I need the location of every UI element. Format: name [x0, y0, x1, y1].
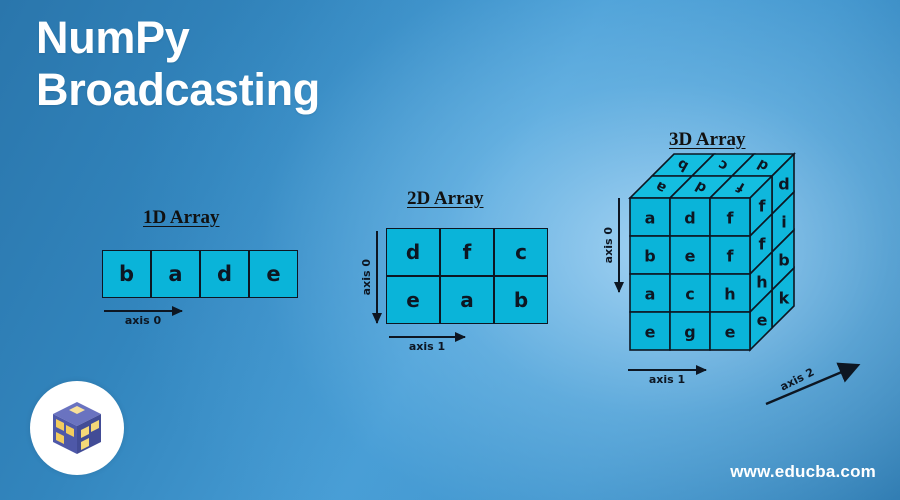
array-3d-side-cell: i — [781, 213, 786, 232]
array-3d-front-cell: c — [685, 285, 694, 304]
array-1d-cell: b — [102, 250, 151, 298]
axis-1-label-3d: axis 1 — [648, 373, 686, 386]
array-3d-front-cell: d — [684, 209, 695, 228]
axis-0-label-2d: axis 0 — [360, 258, 373, 296]
axis-arrow-line — [765, 362, 861, 406]
array-3d-side-right-column: d i b k — [771, 152, 795, 330]
axis-0-arrow-2d: axis 0 — [360, 231, 383, 324]
array-3d-side-mid-column: f f h e — [749, 174, 773, 352]
array-3d-side-cell: f — [759, 197, 767, 216]
array-3d-front-cell: h — [724, 285, 735, 304]
array-3d-front-cell: a — [645, 209, 656, 228]
website-url: www.educba.com — [730, 462, 876, 481]
section-title-3d: 3D Array — [669, 129, 746, 150]
array-3d-front-cell: e — [645, 323, 656, 342]
axis-2-arrow-3d — [765, 362, 861, 406]
array-3d-side-cell: h — [756, 273, 767, 292]
array-1d-cell: a — [151, 250, 200, 298]
array-2d-cell: a — [440, 276, 494, 324]
array-3d-front-face: a d f b e f a c h e — [629, 197, 751, 351]
axis-arrow-line — [614, 198, 625, 293]
array-2d-cell: f — [440, 228, 494, 276]
axis-arrow-line — [389, 332, 466, 343]
axis-arrow-line — [628, 365, 707, 376]
array-3d-side-cell: b — [778, 251, 789, 270]
array-2d-cell: c — [494, 228, 548, 276]
array-3d-front-cell: b — [644, 247, 655, 266]
array-3d-front-cell: f — [727, 209, 735, 228]
array-3d-front-cell: g — [684, 323, 695, 342]
axis-arrow-line — [104, 306, 183, 317]
section-title-1d: 1D Array — [143, 207, 220, 228]
array-1d: b a d e — [102, 250, 298, 298]
axis-0-arrow-1d: axis 0 — [104, 306, 183, 327]
axis-arrow-line — [372, 231, 383, 324]
axis-1-arrow-2d: axis 1 — [389, 332, 466, 353]
array-3d: b c d a d f d i b k — [600, 150, 830, 385]
array-3d-side-cell: d — [778, 175, 789, 194]
axis-0-label-3d: axis 0 — [602, 226, 615, 264]
section-title-2d: 2D Array — [407, 188, 484, 209]
array-2d-cell: e — [386, 276, 440, 324]
brand-logo — [30, 381, 124, 475]
array-3d-top-front-row: a d f — [628, 175, 774, 199]
array-3d-front-cell: f — [727, 247, 735, 266]
array-3d-side-cell: f — [759, 235, 767, 254]
array-2d: d f c e a b — [386, 228, 548, 324]
array-1d-cell: d — [200, 250, 249, 298]
array-2d-cell: b — [494, 276, 548, 324]
array-3d-side-cell: k — [779, 289, 790, 308]
array-3d-front-cell: e — [725, 323, 736, 342]
array-3d-front-cell: e — [685, 247, 696, 266]
array-3d-front-cell: a — [645, 285, 656, 304]
array-3d-svg: b c d a d f d i b k — [628, 152, 796, 352]
array-3d-side-cell: e — [757, 311, 768, 330]
array-1d-cell: e — [249, 250, 298, 298]
axis-0-label-1d: axis 0 — [124, 314, 162, 327]
page-title: NumPy Broadcasting — [36, 12, 320, 116]
array-3d-top-back-row: b c d — [650, 153, 796, 177]
axis-0-arrow-3d: axis 0 — [602, 198, 625, 293]
axis-1-arrow-3d: axis 1 — [628, 365, 707, 386]
axis-1-label-2d: axis 1 — [408, 340, 446, 353]
numpy-cube-icon — [53, 402, 101, 454]
array-2d-cell: d — [386, 228, 440, 276]
